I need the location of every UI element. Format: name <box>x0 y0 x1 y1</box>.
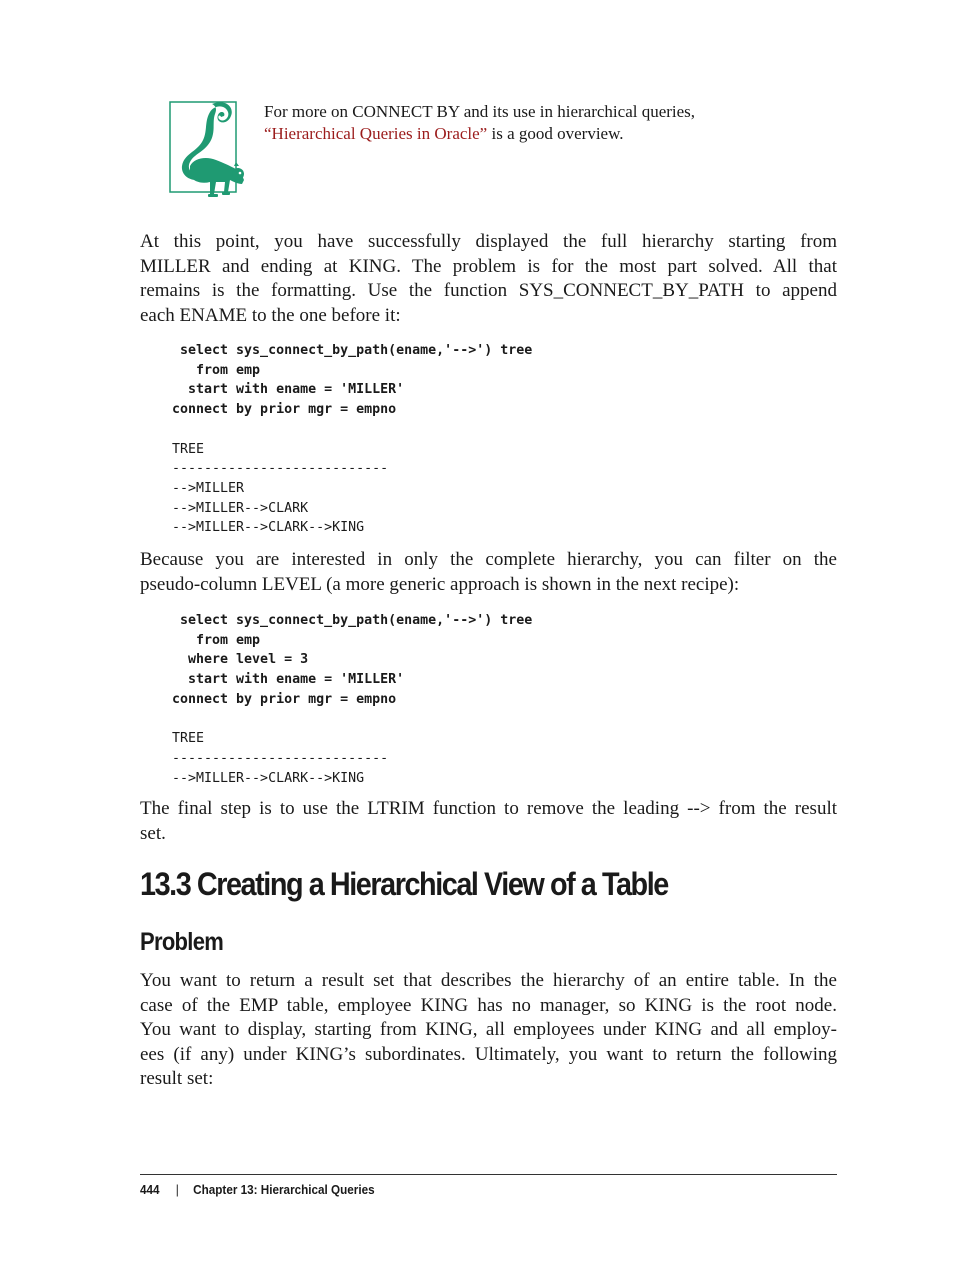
paragraph-1: At this point, you have successfully dis… <box>140 230 837 328</box>
paragraph-line: Because you are interested in only the c… <box>140 549 837 570</box>
chapter-title: Chapter 13: Hierarchical Queries <box>193 1182 375 1197</box>
paragraph-line: each ENAME to the one before it: <box>140 304 401 326</box>
code-line: connect by prior mgr = empno <box>172 402 397 418</box>
code-line: start with ename = 'MILLER' <box>172 672 405 688</box>
result-line: TREE <box>172 441 205 457</box>
paragraph-3: The final step is to use the LTRIM funct… <box>140 797 837 846</box>
footer-separator: | <box>175 1182 179 1197</box>
code-line: select sys_connect_by_path(ename,'-->') … <box>172 343 533 358</box>
paragraph-line: MILLER and ending at KING. The problem i… <box>140 255 837 277</box>
code-line: select sys_connect_by_path(ename,'-->') … <box>172 613 533 628</box>
paragraph-4: You want to return a result set that des… <box>140 969 837 1092</box>
page-number: 444 <box>140 1182 160 1197</box>
code-line: where level = 3 <box>172 652 309 668</box>
paragraph-line: result set: <box>140 1068 214 1089</box>
result-line: -->MILLER-->CLARK-->KING <box>172 520 365 536</box>
section-heading: 13.3 Creating a Hierarchical View of a T… <box>140 866 669 902</box>
code-line: connect by prior mgr = empno <box>172 691 397 707</box>
paragraph-line: set. <box>140 822 166 844</box>
paragraph-2: Because you are interested in only the c… <box>140 548 837 597</box>
result-line: -->MILLER-->CLARK-->KING <box>172 770 365 786</box>
code-line: from emp <box>172 632 261 648</box>
paragraph-line: You want to return a result set that des… <box>140 970 837 991</box>
result-line: -->MILLER <box>172 480 245 496</box>
result-line: --------------------------- <box>172 750 389 766</box>
paragraph-line: pseudo-column LEVEL (a more generic appr… <box>140 573 740 595</box>
lemur-icon <box>169 101 244 197</box>
paragraph-line: You want to display, starting from KING,… <box>140 1019 837 1040</box>
result-line: -->MILLER-->CLARK <box>172 500 309 516</box>
code-block-2: select sys_connect_by_path(ename,'-->') … <box>172 611 532 788</box>
tip-reference-link[interactable]: “Hierarchical Queries in Oracle” <box>264 124 488 143</box>
paragraph-line: case of the EMP table, employee KING has… <box>140 994 837 1016</box>
result-line: TREE <box>172 731 205 747</box>
paragraph-line: ees (if any) under KING’s subordinates. … <box>140 1043 837 1065</box>
tip-line-1: For more on CONNECT BY and its use in hi… <box>264 102 696 121</box>
code-block-1: select sys_connect_by_path(ename,'-->') … <box>172 341 532 538</box>
tip-line-2: is a good overview. <box>487 124 624 143</box>
code-line: start with ename = 'MILLER' <box>172 382 405 398</box>
result-line: --------------------------- <box>172 461 389 477</box>
footer-rule <box>140 1174 837 1175</box>
paragraph-line: remains is the formatting. Use the funct… <box>140 280 837 301</box>
code-line: from emp <box>172 362 261 378</box>
paragraph-line: The final step is to use the LTRIM funct… <box>140 798 837 819</box>
subheading-problem: Problem <box>140 928 224 956</box>
page-footer: 444 | Chapter 13: Hierarchical Queries <box>140 1182 375 1197</box>
tip-box: For more on CONNECT BY and its use in hi… <box>168 96 838 206</box>
tip-text: For more on CONNECT BY and its use in hi… <box>264 101 839 145</box>
paragraph-line: At this point, you have successfully dis… <box>140 231 837 252</box>
